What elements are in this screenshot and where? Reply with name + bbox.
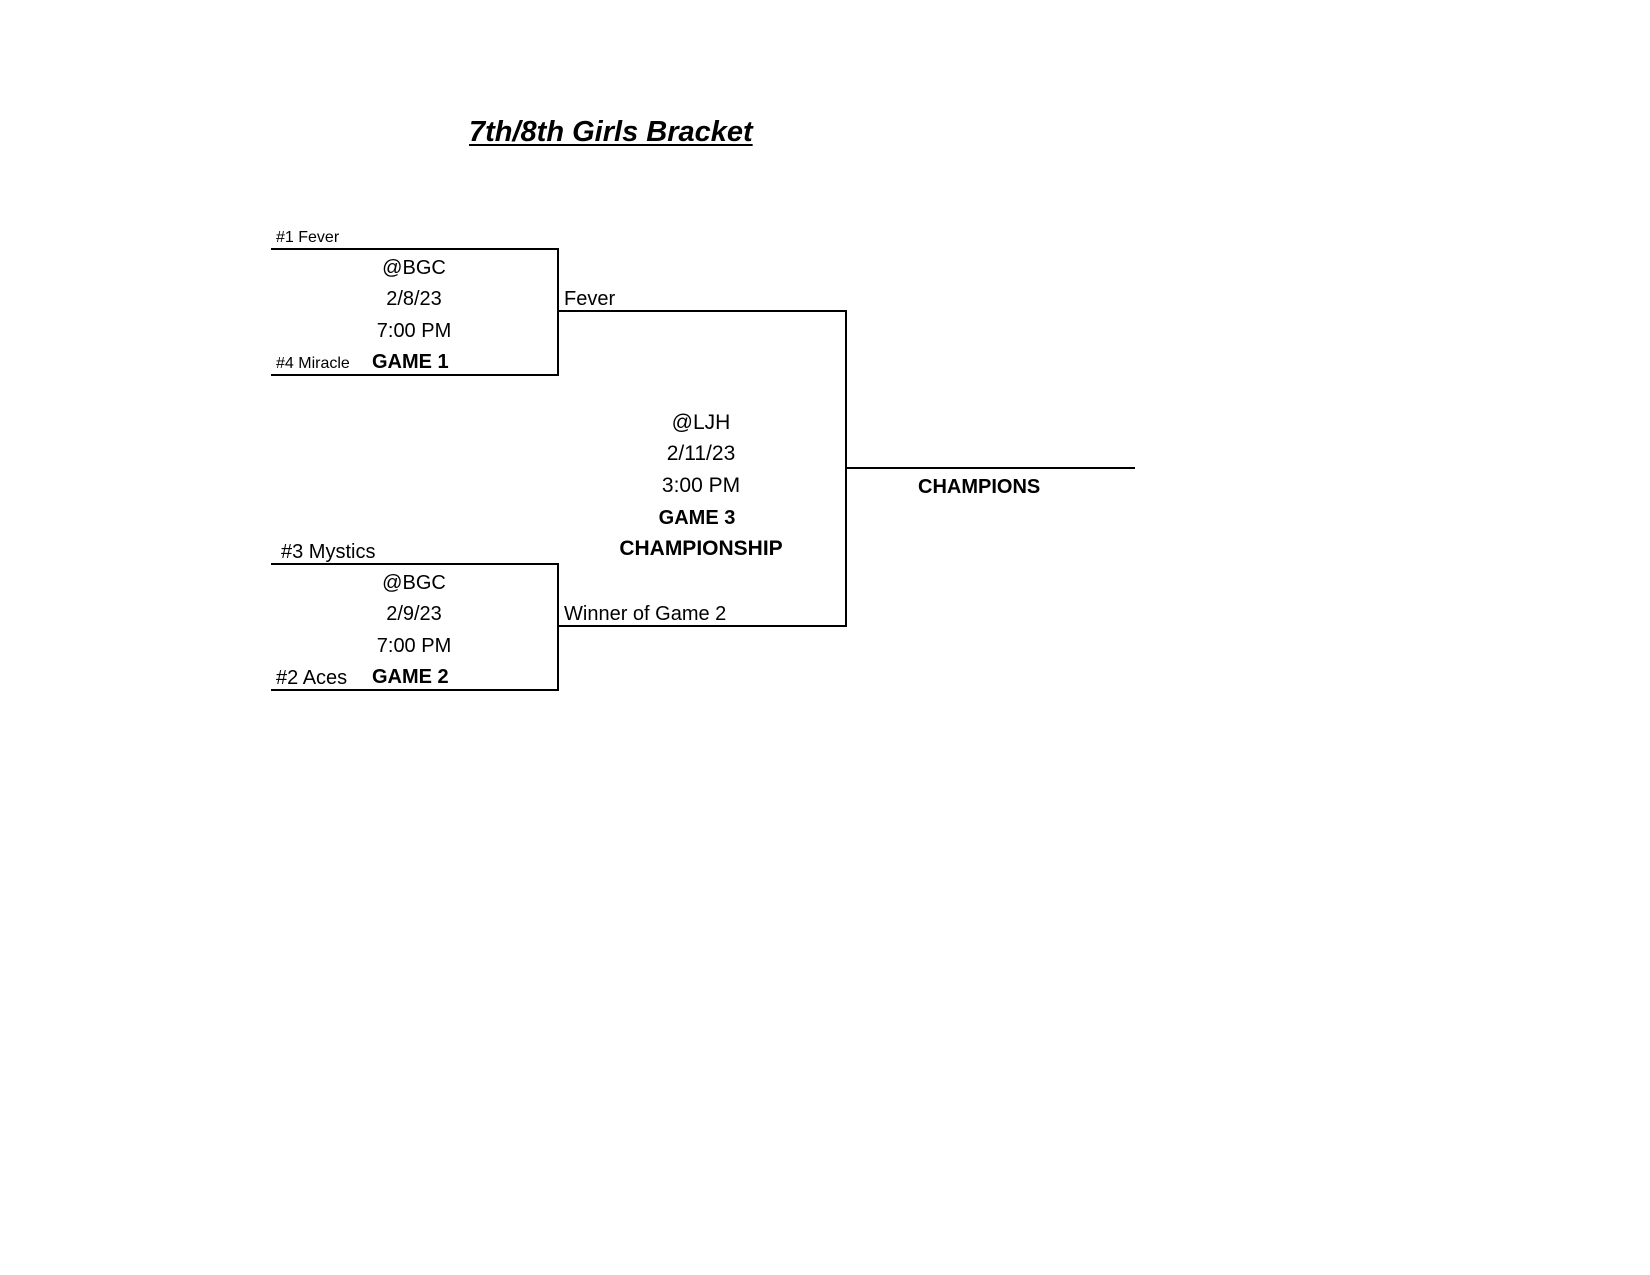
game1-label: GAME 1 — [372, 351, 449, 373]
game2-winner-line — [557, 625, 846, 627]
game1-top-line — [271, 248, 558, 250]
game3-date: 2/11/23 — [666, 442, 736, 465]
game3-time: 3:00 PM — [661, 474, 741, 497]
page-title: 7th/8th Girls Bracket — [469, 116, 753, 148]
game2-bottom-line — [271, 689, 558, 691]
game1-bottom-team: #4 Miracle — [276, 355, 350, 372]
game1-connector — [557, 248, 559, 376]
game2-label: GAME 2 — [372, 666, 449, 688]
game2-top-team: #3 Mystics — [281, 541, 376, 563]
game1-location: @BGC — [382, 257, 446, 279]
game2-connector — [557, 563, 559, 691]
champions-label: CHAMPIONS — [918, 476, 1041, 498]
game2-top-line — [271, 563, 558, 565]
champions-line — [845, 467, 1135, 469]
game1-top-team: #1 Fever — [276, 229, 340, 246]
game1-winner: Fever — [564, 288, 616, 310]
game3-label: GAME 3 — [658, 507, 736, 529]
game1-bottom-line — [271, 374, 558, 376]
game2-winner: Winner of Game 2 — [564, 603, 727, 625]
game1-time: 7:00 PM — [376, 320, 452, 342]
game2-time: 7:00 PM — [376, 635, 452, 657]
game2-date: 2/9/23 — [386, 603, 442, 625]
game2-location: @BGC — [382, 572, 446, 594]
game2-bottom-team: #2 Aces — [276, 667, 348, 689]
game1-winner-line — [557, 310, 846, 312]
game3-sublabel: CHAMPIONSHIP — [619, 537, 783, 560]
game1-date: 2/8/23 — [386, 288, 442, 310]
game3-location: @LJH — [671, 411, 731, 434]
